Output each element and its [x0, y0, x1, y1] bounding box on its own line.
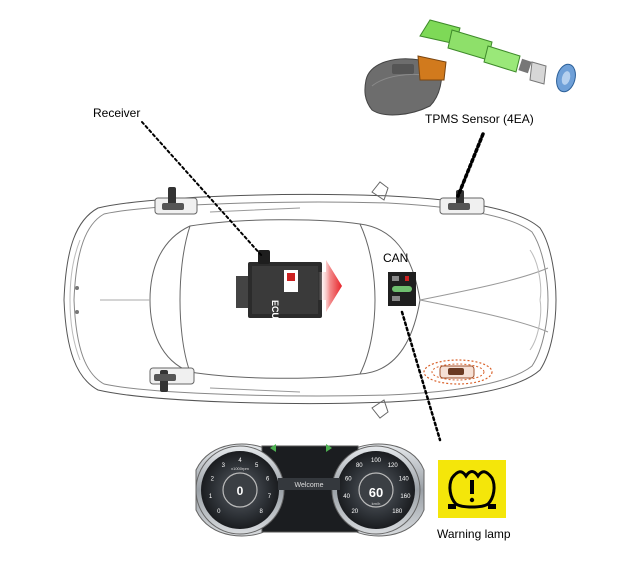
tach-tick-1: 1	[209, 494, 213, 500]
speed-tick-6: 140	[399, 477, 410, 483]
signal-arrow	[318, 260, 342, 312]
receiver-label: Receiver	[93, 106, 141, 120]
wheel-sensor-rear-right-highlighted	[423, 359, 493, 385]
wheel-sensor-rear-left	[149, 367, 195, 392]
speed-unit: km/h	[372, 501, 381, 506]
tpms-sensor-illustration	[364, 19, 576, 116]
speed-value: 60	[369, 485, 383, 500]
tach-value: 0	[237, 484, 244, 498]
tach-tick-5: 5	[255, 463, 259, 469]
tach-tick-8: 8	[260, 509, 264, 515]
instrument-cluster: Welcome 0 x1000rpm 60 km/h 0 1 2 3 4 5 6 7 8 20 4…	[195, 443, 425, 537]
tach-tick-4: 4	[238, 458, 242, 464]
speed-tick-1: 40	[343, 494, 350, 500]
can-leader-line	[400, 310, 442, 442]
vehicle-top-view	[63, 181, 557, 419]
receiver-leader-line	[141, 121, 263, 257]
ecu-text: ECU	[270, 300, 280, 319]
tpms-sensor-label: TPMS Sensor (4EA)	[425, 112, 534, 126]
tach-tick-3: 3	[222, 463, 226, 469]
speed-tick-0: 20	[351, 509, 358, 515]
tach-tick-2: 2	[211, 477, 215, 483]
can-module	[388, 272, 416, 306]
speed-tick-2: 60	[345, 477, 352, 483]
tach-tick-labels: 0 1 2 3 4 5 6 7 8	[209, 458, 272, 515]
can-label: CAN	[383, 251, 409, 265]
ecu-receiver: ECU	[236, 250, 322, 319]
wheel-sensor-front-left	[154, 187, 198, 215]
speed-tick-labels: 20 40 60 80 100 120 140 160 180	[343, 458, 411, 515]
wheel-sensor-front-right	[439, 190, 485, 215]
speed-tick-4: 100	[371, 458, 382, 464]
tach-tick-7: 7	[268, 494, 272, 500]
speed-tick-3: 80	[356, 463, 363, 469]
speed-tick-8: 180	[392, 509, 403, 515]
tach-tick-0: 0	[217, 509, 221, 515]
tach-tick-6: 6	[266, 477, 270, 483]
speed-tick-7: 160	[400, 494, 411, 500]
warning-lamp-label: Warning lamp	[437, 527, 511, 541]
sensor-leader-line	[456, 132, 485, 198]
speed-tick-5: 120	[388, 463, 399, 469]
tpms-warning-lamp	[438, 460, 506, 518]
cluster-welcome-text: Welcome	[294, 482, 323, 489]
tach-unit: x1000rpm	[231, 466, 249, 471]
